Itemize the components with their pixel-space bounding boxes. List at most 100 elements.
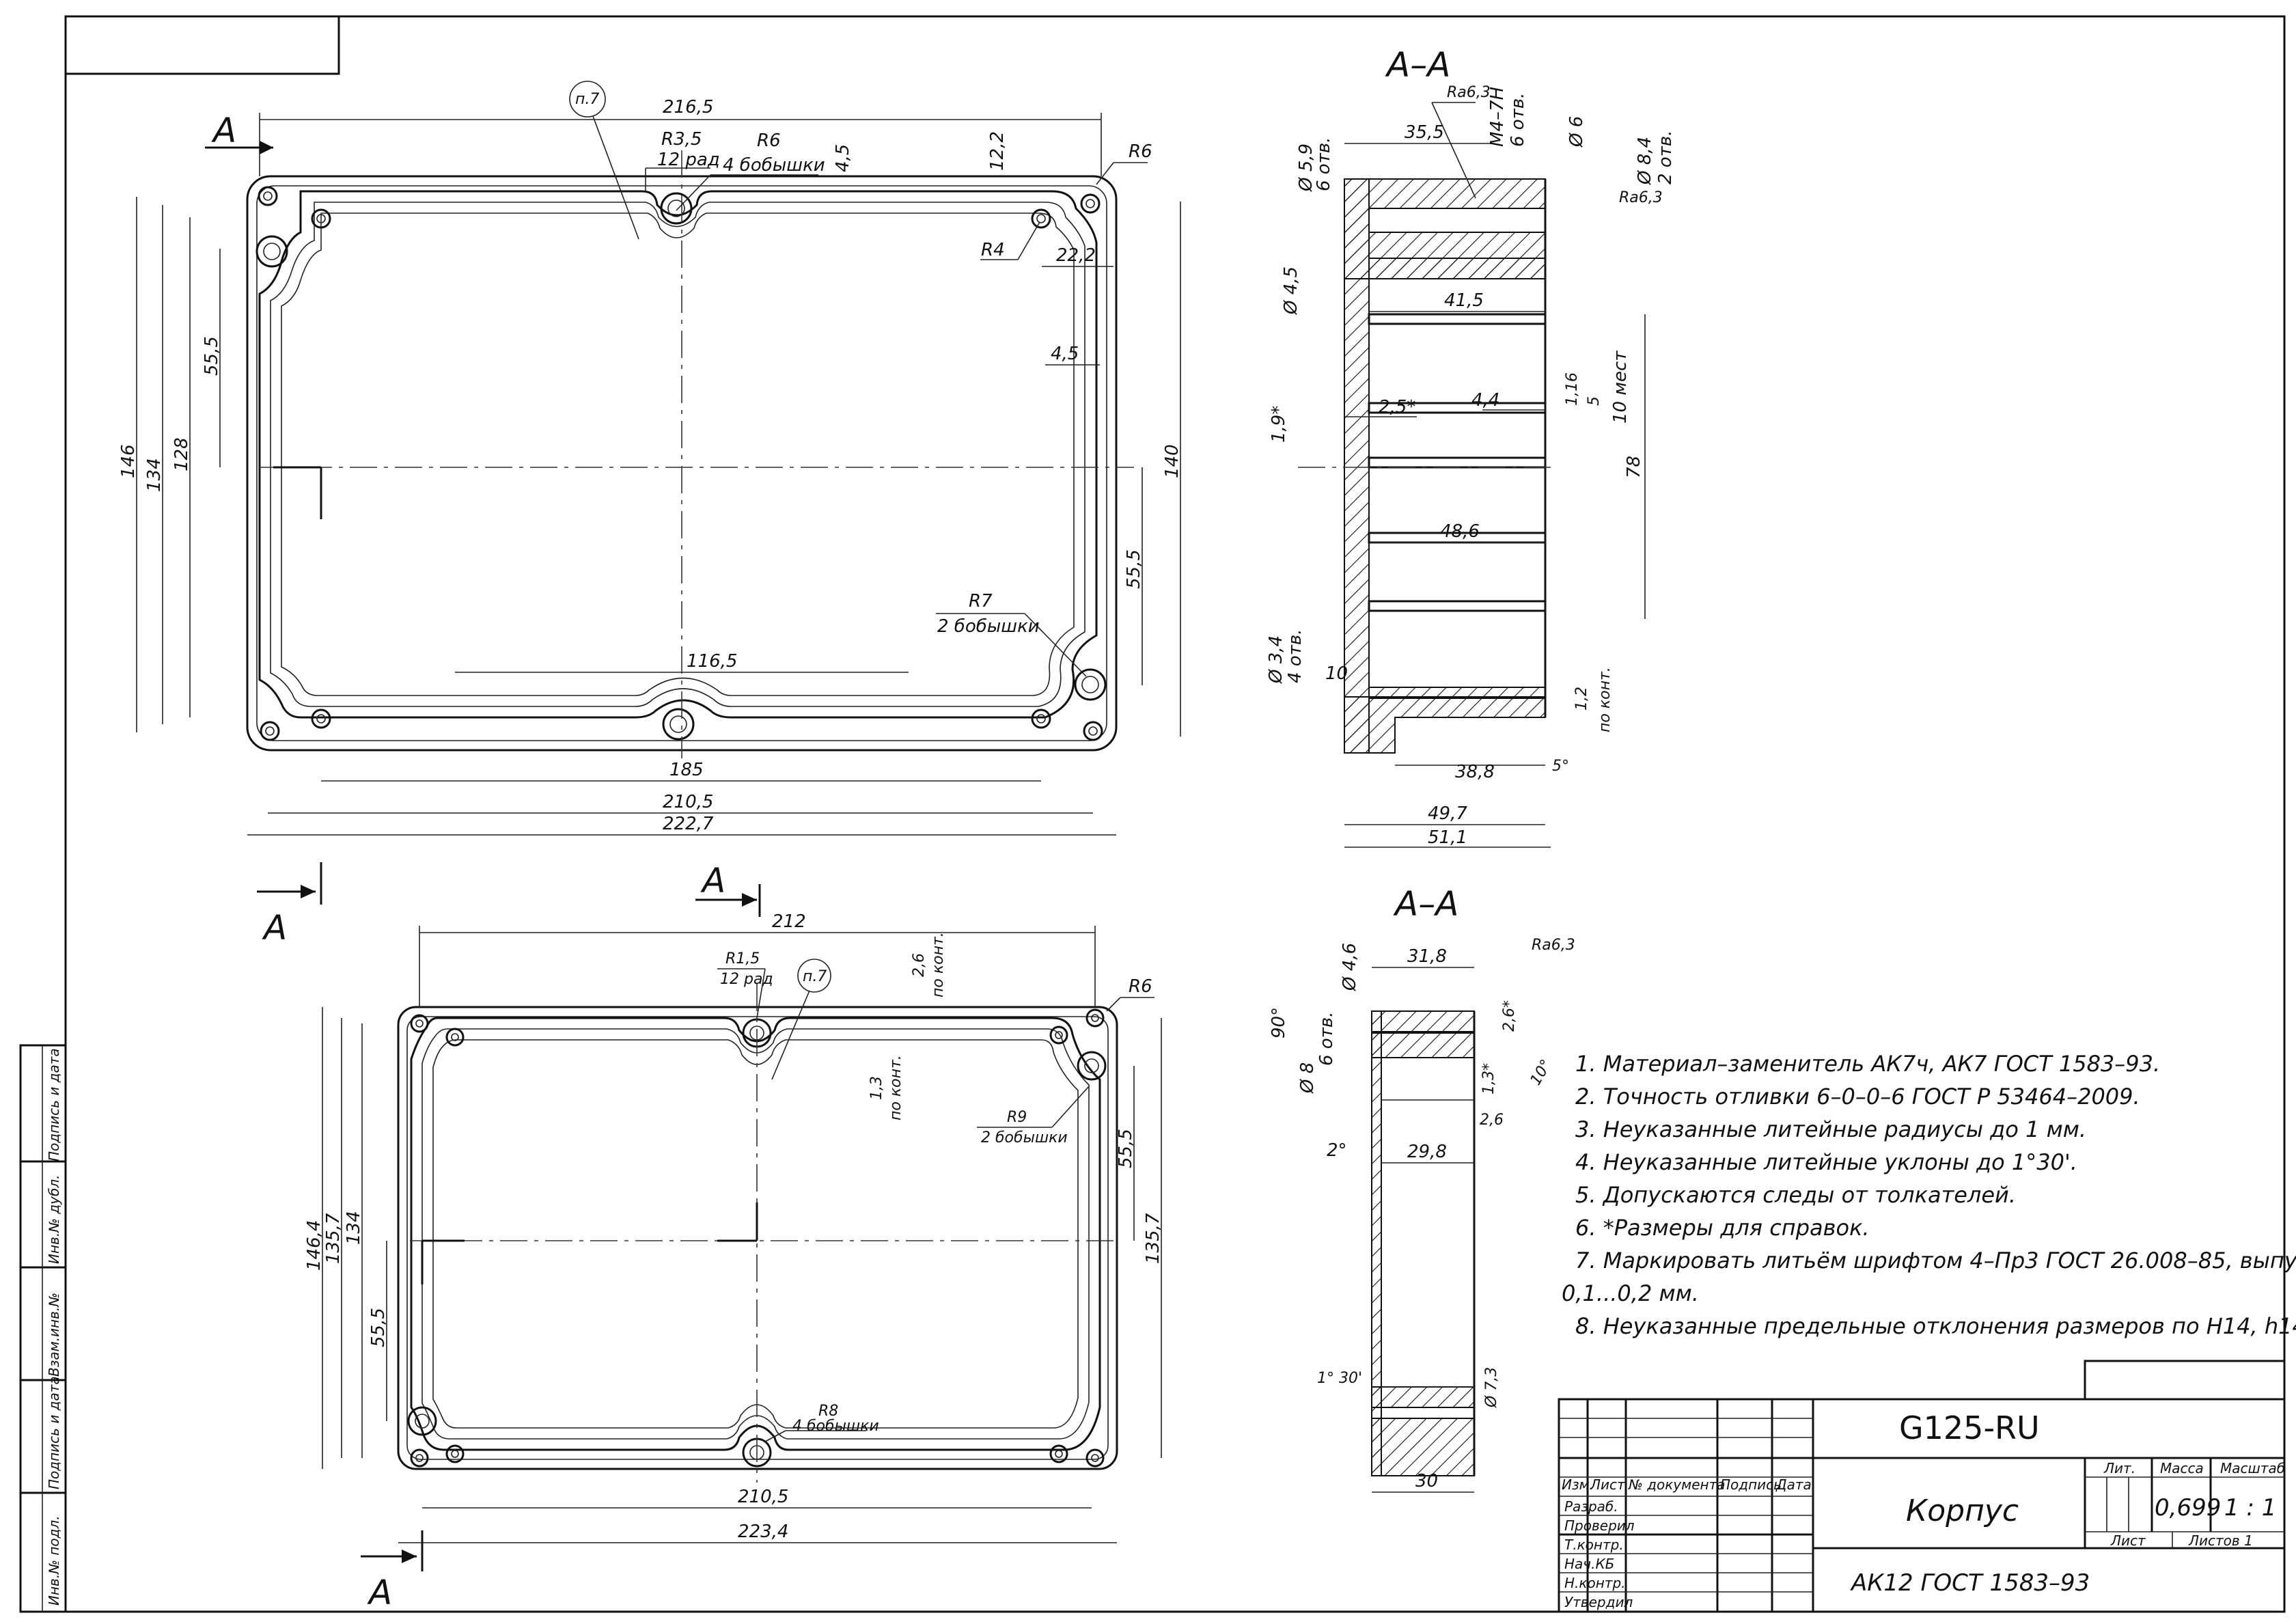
sec-dim-41-5: 41,5 (1444, 290, 1484, 311)
sec2-dim-29-8: 29,8 (1407, 1142, 1447, 1162)
sec-dim-10-mest: 10 мест (1610, 350, 1631, 424)
dim-134-b: 134 (344, 1211, 364, 1245)
tb-row-utverdil: Утвердил (1564, 1594, 1633, 1610)
side-stamp: Подпись и дата Инв.№ дубл. Взам.инв.№ По… (19, 1044, 67, 1613)
section-bottom-title: А–А (1393, 884, 1458, 924)
callout-r4: R4 (981, 240, 1005, 260)
sec-dim-3-4-sub: 4 отв. (1285, 629, 1305, 683)
dim-4-5b: 4,5 (1051, 344, 1079, 364)
sec2-dim-8: Ø 8 (1297, 1062, 1318, 1094)
note-3: 3. Неуказанные литейные радиусы до 1 мм. (1575, 1116, 2086, 1142)
tb-scale-label: Масштаб (2220, 1460, 2285, 1476)
bottom-holes (407, 1008, 1107, 1468)
callout-r9-sub: 2 бобышки (981, 1129, 1068, 1146)
sec2-dim-2deg: 2° (1327, 1140, 1347, 1161)
sec-dim-1-9: 1,9* (1269, 406, 1289, 443)
top-view-dims: 216,5 A 146 134 128 55,5 140 55,5 116,5 … (118, 97, 1182, 836)
dim-12-2: 12,2 (987, 131, 1008, 171)
note-8: 8. Неуказанные предельные отклонения раз… (1575, 1313, 2296, 1339)
sec-dim-5-9-sub: 6 отв. (1314, 137, 1334, 191)
dim-55-5a: 55,5 (202, 336, 222, 376)
sec2-ra: Ra6,3 (1532, 937, 1575, 954)
mid-section-mark: A (262, 908, 287, 948)
tb-col-sign: Подпись (1720, 1476, 1782, 1493)
callout-r8: R8 (818, 1403, 838, 1420)
dim-210-5: 210,5 (663, 792, 713, 812)
tb-scale: 1 : 1 (2224, 1494, 2276, 1522)
section-top-title: А–А (1385, 45, 1450, 85)
top-gasket-outer (258, 190, 1098, 719)
tb-row-razrab: Разраб. (1564, 1498, 1618, 1515)
sec-dim-3-4: Ø 3,4 (1266, 635, 1286, 684)
callout-r3-5: R3,5 (661, 129, 702, 150)
dim-55-5b: 55,5 (1124, 549, 1144, 589)
note-2: 2. Точность отливки 6–0–0–6 ГОСТ Р 53464… (1575, 1084, 2140, 1110)
sec-dim-1-16: 1,16 (1564, 372, 1581, 406)
dim-134: 134 (144, 458, 165, 492)
callout-r7-sub: 2 бобышки (937, 616, 1040, 637)
bottom-view-dims: 212 2,6 по конт. 1,3 по конт. 146,4 135,… (304, 911, 1163, 1612)
callout-r9: R9 (1007, 1109, 1027, 1126)
note-7-cont: 0,1...0,2 мм. (1562, 1280, 1699, 1306)
dim-212: 212 (772, 911, 806, 932)
sec-dim-4-4: 4,4 (1471, 390, 1499, 411)
bottom-view-callouts: п.7 R1,5 12 рад R6 R9 2 бобышки R8 4 боб… (717, 950, 1154, 1442)
stamp-inv-podl: Инв.№ подл. (46, 1515, 62, 1606)
section-top: А–А 35,5 Ø 5,9 6 отв. М4–7Н 6 отв. Ø 6 Ø… (1266, 45, 1676, 848)
note-6: 6. *Размеры для справок. (1575, 1215, 1870, 1241)
callout-r3-5-sub: 12 рад (657, 150, 720, 170)
stamp-vzam-inv: Взам.инв.№ (46, 1293, 62, 1377)
sec-dim-78: 78 (1624, 456, 1644, 478)
sec2-dim-8-sub: 6 отв. (1316, 1012, 1337, 1066)
sec2-dim-10deg: 10° (1527, 1057, 1555, 1088)
stamp-sign-date-1: Подпись и дата (46, 1048, 62, 1161)
sec-dim-m4-sub: 6 отв. (1508, 93, 1528, 147)
sec-dim-35-5: 35,5 (1405, 122, 1444, 143)
title-block: G125-RU Корпус АК12 ГОСТ 1583–93 Лит. Ма… (1558, 1360, 2286, 1613)
dim-146-4: 146,4 (304, 1220, 324, 1271)
top-holes (255, 186, 1107, 741)
dim-2-6: 2,6 (911, 953, 928, 977)
note-7: 7. Маркировать литьём шрифтом 4–Пр3 ГОСТ… (1575, 1248, 2296, 1274)
callout-r1-5-sub: 12 рад (720, 971, 773, 988)
stamp-inv-dubl: Инв.№ дубл. (46, 1175, 62, 1264)
sec2-dim-30: 30 (1415, 1471, 1438, 1491)
top-view (246, 150, 1134, 758)
tb-mass: 0,699 (2155, 1494, 2221, 1522)
dim-116-5: 116,5 (687, 651, 737, 672)
dim-135-7b: 135,7 (1143, 1213, 1163, 1264)
dim-1-3-sub: по конт. (887, 1055, 904, 1120)
tb-col-izm: Изм. (1562, 1476, 1594, 1493)
sec-ra-right: Ra6,3 (1619, 189, 1663, 206)
sec-dim-5-deg: 5° (1552, 758, 1569, 775)
tb-col-list: Лист (1590, 1476, 1626, 1493)
sec-dim-m4: М4–7Н (1487, 87, 1508, 147)
bottom-gasket-outer (410, 1017, 1101, 1451)
tb-sheet-label: Лист (2110, 1532, 2146, 1549)
sheet-frame (64, 15, 2286, 1613)
sec-dim-1-2-sub: по конт. (1596, 667, 1614, 732)
sec-dim-8-4-sub: 2 отв. (1655, 130, 1676, 184)
sec-ra-top: Ra6,3 (1447, 84, 1491, 101)
callout-r6-sub: 4 бобышки (723, 155, 825, 176)
tb-designation: G125-RU (1899, 1409, 2040, 1446)
callout-r1-5: R1,5 (725, 950, 760, 967)
sec2-dim-1-30: 1° 30' (1317, 1370, 1362, 1387)
callout-r6-top: R6 (757, 130, 781, 151)
sec-dim-51-1: 51,1 (1428, 827, 1467, 848)
dim-55-5b-b: 55,5 (1116, 1129, 1136, 1168)
sec-dim-2-5: 2,5* (1379, 397, 1415, 417)
top-section-mark: A (211, 111, 236, 150)
dim-22-2: 22,2 (1056, 245, 1096, 266)
sec-dim-10: 10 (1325, 663, 1348, 684)
tb-col-doc: № документа (1628, 1476, 1726, 1493)
dim-128: 128 (171, 437, 192, 471)
dim-185: 185 (669, 760, 704, 780)
sec2-dim-2-6: 2,6 (1480, 1112, 1504, 1129)
section-top-ribs (1368, 313, 1547, 612)
tb-material: АК12 ГОСТ 1583–93 (1850, 1569, 2090, 1597)
sec-dim-1-2: 1,2 (1573, 687, 1590, 711)
sec2-dim-7-3: Ø 7,3 (1483, 1367, 1500, 1408)
technical-notes: 1. Материал–заменитель АК7ч, АК7 ГОСТ 15… (1562, 1051, 2296, 1339)
